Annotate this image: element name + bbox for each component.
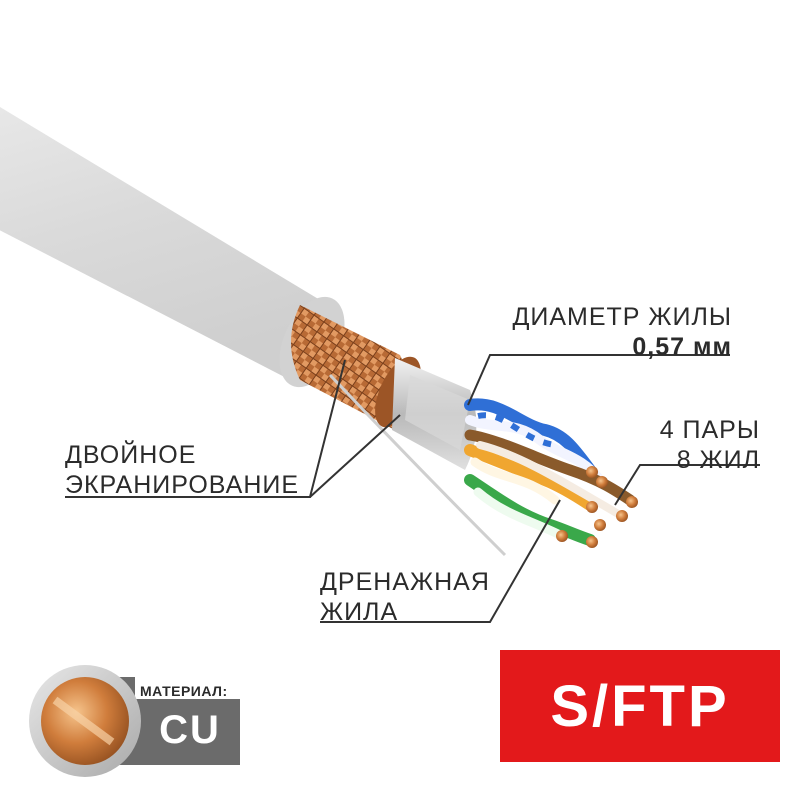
- core-diameter-value: 0,57 мм: [632, 333, 732, 361]
- drain-line-1: ДРЕНАЖНАЯ: [320, 568, 490, 596]
- shielding-line-2: ЭКРАНИРОВАНИЕ: [65, 471, 300, 499]
- double-shielding-label: ДВОЙНОЕ ЭКРАНИРОВАНИЕ: [65, 440, 299, 500]
- shielding-line-1: ДВОЙНОЕ: [65, 441, 197, 469]
- core-diameter-label: ДИАМЕТР ЖИЛЫ 0,57 мм: [470, 302, 732, 362]
- material-caption: МАТЕРИАЛ:: [140, 683, 228, 699]
- material-section: [29, 665, 240, 777]
- foil-shield: [392, 358, 477, 470]
- pairs-label: 4 ПАРЫ 8 ЖИЛ: [600, 415, 760, 475]
- core-diameter-title: ДИАМЕТР ЖИЛЫ: [512, 303, 732, 331]
- drain-line-2: ЖИЛА: [320, 598, 399, 626]
- twisted-pairs: [464, 398, 638, 548]
- pairs-line-2: 8 ЖИЛ: [676, 446, 760, 474]
- leader-lines: [65, 354, 760, 623]
- drain-wire: [328, 373, 507, 557]
- pairs-line-1: 4 ПАРЫ: [659, 416, 760, 444]
- drain-wire-label: ДРЕНАЖНАЯ ЖИЛА: [320, 567, 490, 627]
- material-value: CU: [159, 707, 221, 752]
- sftp-badge: S/FTP: [500, 650, 780, 762]
